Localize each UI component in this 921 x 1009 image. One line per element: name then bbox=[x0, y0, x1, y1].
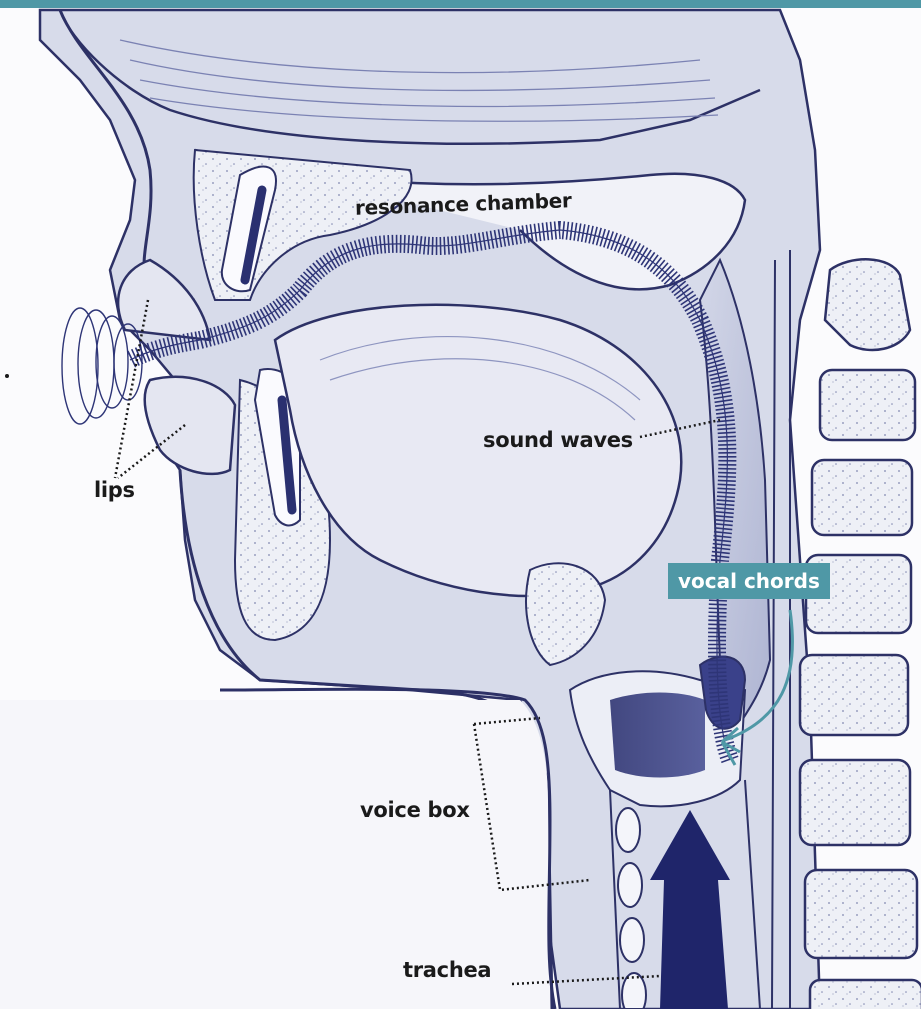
label-vocal-chords: vocal chords bbox=[668, 563, 830, 599]
label-voice-box: voice box bbox=[360, 798, 470, 822]
vocal-fold bbox=[610, 693, 705, 778]
label-lips: lips bbox=[94, 478, 135, 502]
top-band bbox=[0, 0, 921, 8]
lower-lip bbox=[145, 377, 235, 474]
stray-dot bbox=[5, 374, 9, 378]
label-sound-waves: sound waves bbox=[483, 428, 633, 452]
label-trachea: trachea bbox=[403, 958, 491, 982]
spine bbox=[800, 259, 921, 1009]
